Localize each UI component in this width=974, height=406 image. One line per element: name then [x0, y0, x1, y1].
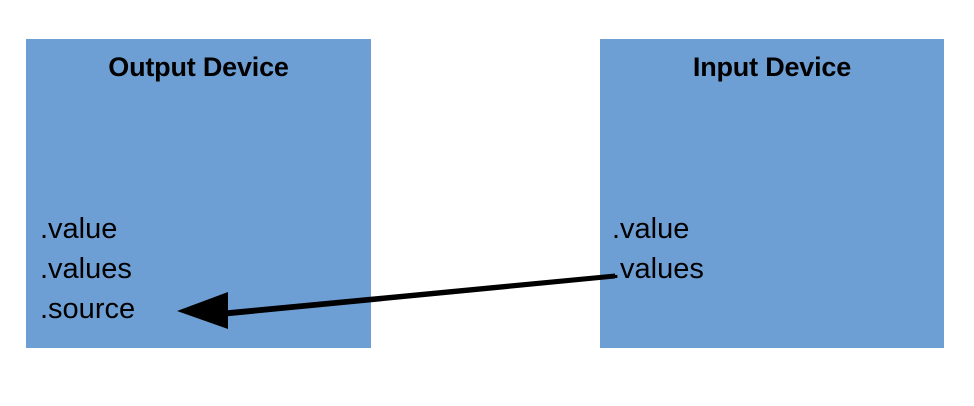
- input-property-value[interactable]: .value: [612, 213, 690, 245]
- input-device-property-list: .value .values: [612, 209, 704, 289]
- input-device-title: Input Device: [692, 52, 852, 82]
- output-device-box[interactable]: Output Device .value .values .source: [26, 39, 371, 348]
- output-device-property-list: .value .values .source: [40, 209, 135, 329]
- output-property-value[interactable]: .value: [40, 213, 118, 245]
- input-device-box[interactable]: Input Device .value .values: [600, 39, 944, 348]
- output-property-source[interactable]: .source: [40, 293, 136, 325]
- input-property-values[interactable]: .values: [612, 253, 704, 285]
- output-property-values[interactable]: .values: [40, 253, 132, 285]
- output-device-title: Output Device: [108, 52, 289, 82]
